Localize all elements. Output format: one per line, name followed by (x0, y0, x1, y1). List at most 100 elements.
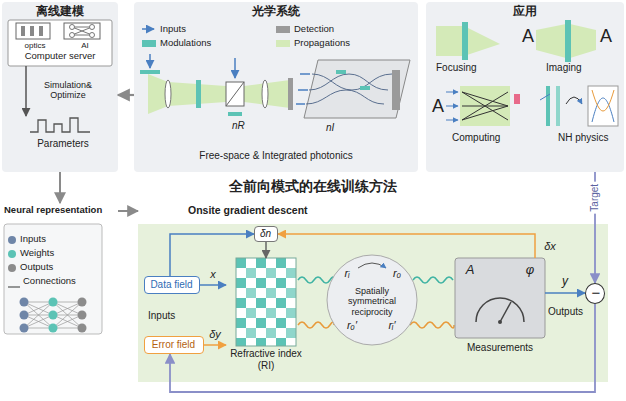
free-space-setup (140, 54, 293, 116)
delta-n-box: δn (254, 226, 278, 242)
connector (170, 304, 595, 392)
label: A (432, 96, 444, 117)
node-heading: Error field (145, 339, 202, 351)
legend-text: Inputs (160, 24, 186, 35)
label: Inputs (148, 310, 175, 322)
error-wave (298, 322, 334, 328)
refractive-index-block: Refractive index (RI) (226, 258, 306, 375)
label: Outputs (548, 306, 583, 318)
connector-label: y (560, 275, 570, 289)
connector (204, 344, 226, 346)
node-heading: A (461, 263, 479, 278)
connector-label: δy (207, 328, 223, 341)
reciprocity-circle (327, 255, 417, 345)
error-field-box: Error field (144, 336, 204, 354)
legend-swatch (142, 40, 156, 47)
legend-text: Weights (20, 248, 54, 259)
training-band (138, 224, 608, 382)
network-figure (20, 298, 87, 333)
subtract-node: − (585, 283, 605, 304)
label: A (600, 26, 612, 47)
connections-sample (8, 286, 20, 287)
node-text: rₒ′ (343, 319, 361, 332)
node-text: rᵢ′ (383, 319, 401, 332)
node-heading: δn (255, 228, 276, 240)
node-text: rₒ (389, 267, 405, 280)
node-heading: Neural representation (4, 205, 118, 216)
photonic-chip (296, 60, 410, 118)
reciprocity-circle: rᵢ rₒSpatially symmetrical reciprocity rₒ′… (327, 255, 417, 345)
connector-label: δx (542, 240, 558, 253)
node-heading: Data field (145, 279, 198, 291)
gauge-arc (476, 298, 524, 322)
error-wave (410, 322, 454, 328)
parameters-box: Parameters (18, 116, 108, 166)
node-heading: optics (10, 41, 60, 50)
label: nR (232, 120, 245, 132)
node-text: Spatially symmetrical reciprocity (337, 286, 407, 317)
measurement-box (455, 258, 545, 338)
gauge-needle (500, 302, 511, 322)
node-text: Free-space & Integrated photonics (134, 150, 418, 162)
legend-text: Connections (23, 276, 76, 287)
legend-swatch (8, 264, 16, 272)
data-field-box: Data field (144, 276, 200, 294)
optics-icon (16, 23, 50, 39)
connector-label: x (208, 268, 218, 281)
imaging-figure (536, 20, 596, 62)
training-region: Onsite gradient descentData fieldError f… (138, 203, 608, 385)
gauge-pivot (498, 320, 502, 324)
legend-swatch (276, 40, 290, 47)
forward-wave (298, 277, 334, 283)
reciprocity-arrow (358, 263, 386, 268)
connector (59, 172, 61, 203)
legend-swatch (8, 250, 16, 258)
measurement-block: AφMeasurements (455, 258, 545, 362)
connector (118, 210, 138, 212)
node-heading: Onsite gradient descent (188, 204, 388, 216)
node-text: Measurements (455, 342, 545, 354)
legend-text: Inputs (20, 234, 46, 245)
node-heading: Parameters (18, 138, 108, 150)
ai-icon (64, 23, 100, 39)
connector-label: Target (589, 182, 601, 214)
computing-figure (446, 86, 520, 126)
node-text: φ (521, 263, 539, 278)
legend-text: Modulations (160, 38, 211, 49)
refractive-index-grid (236, 258, 296, 346)
panel-bg (426, 2, 624, 172)
label: nI (326, 122, 334, 134)
node-text: Computer server (8, 51, 112, 62)
connector-label: Simulation& Optimize (34, 80, 102, 101)
label: A (522, 26, 534, 47)
legend-text: Detection (294, 24, 334, 35)
panel-bg (134, 2, 418, 172)
node-heading: 应用 (426, 5, 624, 19)
label: Focusing (436, 62, 477, 74)
server-box (8, 20, 112, 66)
neural-representation-box: Neural representation (2, 203, 118, 335)
inputs-sample (142, 28, 154, 30)
forward-wave (413, 277, 453, 283)
node-heading: 离线建模 (2, 5, 118, 19)
nh-physics-figure (540, 86, 618, 126)
legend-text: Outputs (20, 262, 53, 273)
legend-text: Propagations (294, 38, 350, 49)
legend-swatch (8, 236, 16, 244)
focusing-figure (436, 22, 500, 60)
parameter-waveform (30, 118, 90, 132)
label: NH physics (558, 132, 609, 144)
node-heading: rᵢ (339, 267, 355, 280)
connector (200, 284, 226, 286)
server-box: opticsAIComputer server (8, 20, 112, 66)
node-heading: Refractive index (RI) (226, 348, 306, 371)
connector (265, 242, 267, 258)
legend-swatch (276, 26, 290, 33)
node-heading: 光学系统 (134, 5, 418, 19)
section-title: 全前向模式的在线训练方法 (0, 178, 626, 194)
connector (118, 94, 134, 96)
node-heading: − (586, 284, 606, 302)
connector (545, 292, 585, 294)
label: Imaging (546, 62, 582, 74)
